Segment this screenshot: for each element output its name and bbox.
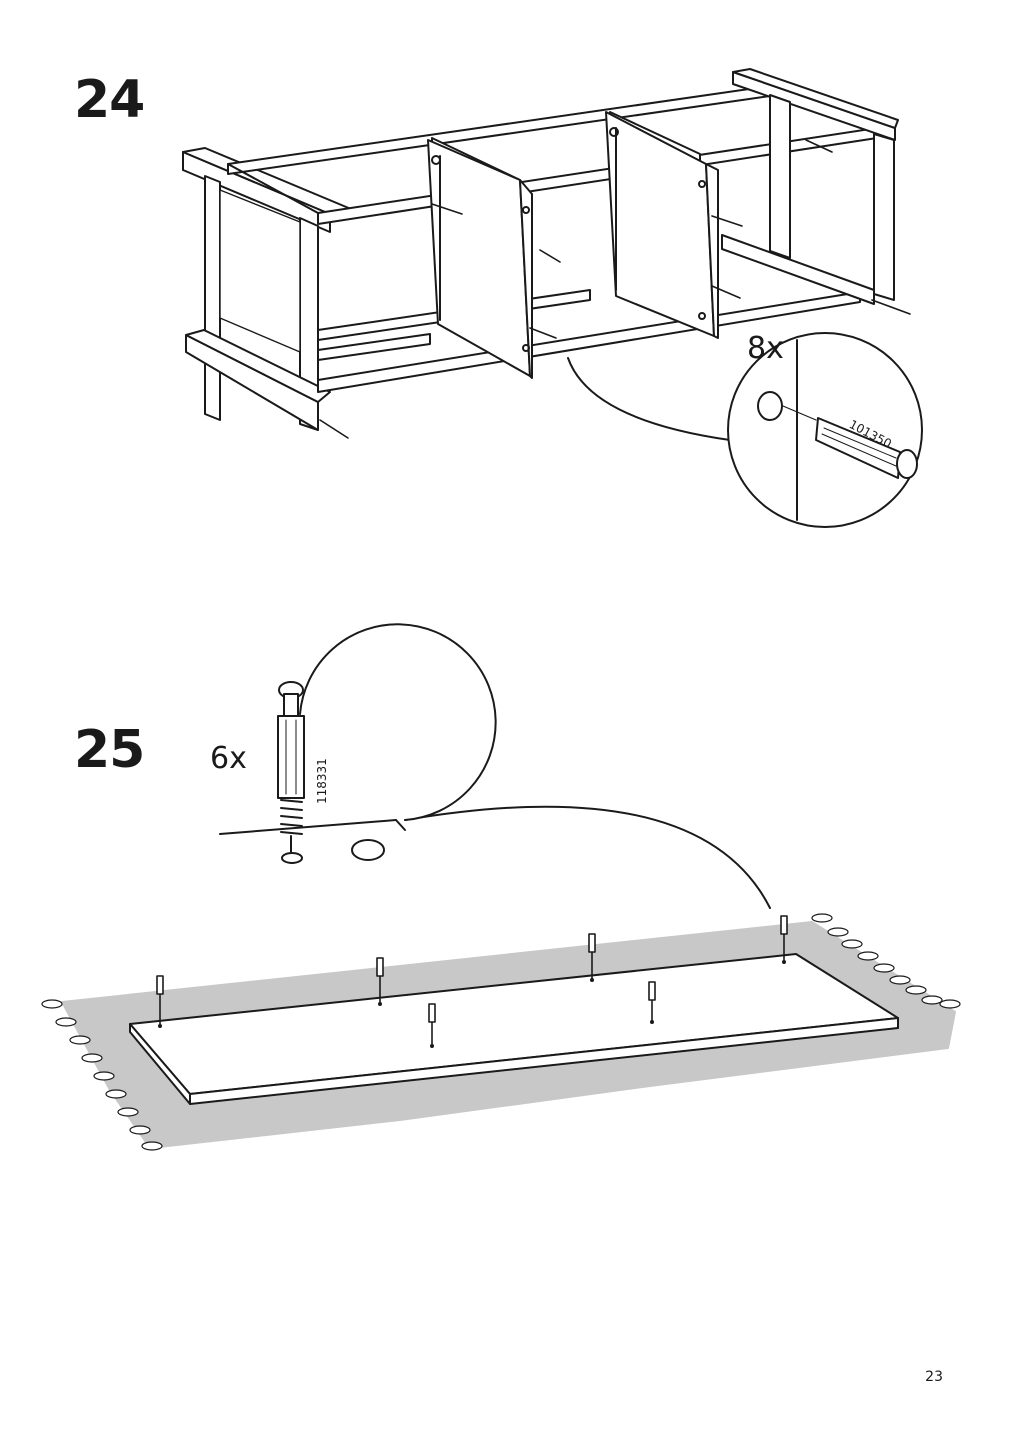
quantity-label-step-24: 8x <box>747 331 784 366</box>
bottom-board <box>129 953 899 1105</box>
right-end-frame <box>721 68 899 305</box>
page-number: 23 <box>925 1369 943 1385</box>
divider-panel-left <box>427 139 533 379</box>
quantity-label-step-25: 6x <box>210 741 247 776</box>
step-number-24: 24 <box>74 70 145 130</box>
part-number-step-25: 118331 <box>315 758 329 804</box>
dowel-detail-callout <box>567 332 923 528</box>
dowels <box>319 139 911 439</box>
step-number-25: 25 <box>74 720 145 780</box>
cam-dowels <box>156 915 788 1047</box>
left-end-frame <box>182 147 352 431</box>
divider-panel-right <box>605 111 719 339</box>
cam-dowel-detail-callout <box>219 623 771 909</box>
